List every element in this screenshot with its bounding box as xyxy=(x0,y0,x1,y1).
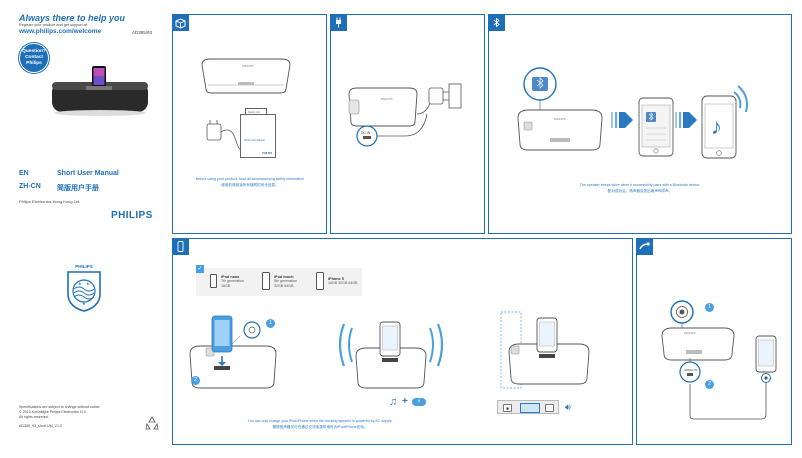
device-iphone-5: iPhone 5 16GB 32GB 64GB xyxy=(316,272,362,292)
svg-text:★: ★ xyxy=(82,301,86,306)
open-box-icon xyxy=(175,18,186,29)
box-caption-en: Before using your product, read all acco… xyxy=(195,177,305,181)
source-select-illustration xyxy=(500,311,590,389)
charging-battery-icon: ⚡ xyxy=(412,398,426,406)
svg-text:PHILIPS: PHILIPS xyxy=(242,64,254,68)
aux-section-icon xyxy=(636,238,653,255)
model-number: AD385/93 xyxy=(132,30,153,35)
short-manual-brand: PHILIPS xyxy=(262,152,272,155)
register-line: Register your product and get support at xyxy=(19,23,87,27)
support-url[interactable]: www.philips.com/welcome xyxy=(19,28,102,35)
iphone-5-icon xyxy=(316,272,324,290)
ipod-nano-name: iPod nano xyxy=(221,275,240,279)
bluetooth-section-icon xyxy=(488,14,505,31)
lang-zh-title: 简版用户手册 xyxy=(57,185,99,192)
ipod-nano-detail2: 16GB xyxy=(221,284,231,288)
short-manual-booklet: Short User Manual PHILIPS xyxy=(240,114,276,158)
bt-dock-brand: PHILIPS xyxy=(554,117,566,121)
power-plug-icon xyxy=(336,17,341,28)
phone-icon xyxy=(177,241,184,252)
plus-sign: + xyxy=(402,396,408,407)
music-note-badge: ♫ xyxy=(389,396,398,408)
compatible-check-icon: ✓ xyxy=(196,265,204,273)
philips-shield-logo: PHILIPS ★ ★ ★ xyxy=(62,262,106,314)
shield-wordmark: PHILIPS xyxy=(75,264,93,269)
dock-step1-badge: 1 xyxy=(266,319,275,328)
bt-phone-music-illustration: ♪ xyxy=(701,85,748,159)
box-caption-zh: 使用前请阅读所有随附的安全信息。 xyxy=(221,183,279,187)
headline: Always there to help you xyxy=(19,13,126,23)
compatible-devices-strip: ✓ iPod nano 7th generation 16GB iPod tou… xyxy=(196,265,362,296)
ipod-touch-detail1: 5th generation xyxy=(274,279,297,283)
source-dock-button[interactable] xyxy=(520,403,540,413)
footer-line2: © 2013 Koninklijke Philips Electronics N… xyxy=(19,410,87,414)
footer-line3: All rights reserved. xyxy=(19,415,49,419)
power-adapter-illustration xyxy=(206,120,242,151)
lang-en-title: Short User Manual xyxy=(57,170,119,177)
philips-wordmark: PHILIPS xyxy=(111,210,153,221)
lang-en-code: EN xyxy=(19,170,29,177)
footer-line1: Specifications are subject to change wit… xyxy=(19,405,101,409)
power-dock-brand: PHILIPS xyxy=(381,97,393,101)
source-bt-button[interactable]: ✱ xyxy=(503,404,512,412)
bt-caption-zh: 配对成功后，扬声器会发出两声哔哔声。 xyxy=(607,189,673,193)
dock-step-illustration xyxy=(189,315,277,389)
svg-text:★: ★ xyxy=(78,281,82,286)
audio-cable-icon xyxy=(639,242,650,250)
music-note-icon: ♪ xyxy=(711,114,722,139)
device-ipod-touch: iPod touch 5th generation 32GB 64GB xyxy=(262,272,312,292)
power-connect-illustration: PHILIPS DC IN xyxy=(348,83,462,147)
ipod-nano-detail1: 7th generation xyxy=(221,279,244,283)
aux-step1-badge: 1 xyxy=(705,303,714,312)
dock-step2-badge: 2 xyxy=(191,376,200,385)
aux-connect-illustration: PHILIPS AUDIO IN xyxy=(661,300,777,420)
iphone-5-name: iPhone 5 xyxy=(328,277,344,281)
question-badge-line2: Contact xyxy=(25,55,43,60)
power-section-icon xyxy=(330,14,347,31)
box-section-icon xyxy=(172,14,189,31)
dock-caption-zh: 基座扬声器仅可在通过交流电源供电时为iPod/iPhone充电。 xyxy=(272,425,368,429)
aux-dock-brand: PHILIPS xyxy=(684,331,696,335)
iphone-5-detail1: 16GB 32GB 64GB xyxy=(328,281,358,285)
lang-zh-code: ZH-CN xyxy=(19,183,41,190)
ipod-touch-name: iPod touch xyxy=(274,275,294,279)
short-manual-label: Short User Manual xyxy=(244,139,265,142)
bt-arrow-1 xyxy=(611,112,633,128)
shield-emblem-icon: ★ ★ ★ xyxy=(67,271,101,312)
bt-speaker-illustration: PHILIPS xyxy=(517,67,603,151)
source-button-strip: ✱ xyxy=(497,400,559,414)
question-badge-line3: Philips xyxy=(26,61,42,66)
dock-section-icon xyxy=(172,238,189,255)
recycle-icon xyxy=(145,416,159,430)
bt-caption-en: The speaker beeps twice when it successf… xyxy=(579,183,701,187)
footer-code: AD385_93_short UM_V1.0 xyxy=(19,424,62,428)
bt-phone-settings-illustration xyxy=(638,97,674,157)
volume-icon: 🔊︎ xyxy=(565,402,571,412)
svg-text:★: ★ xyxy=(86,281,90,286)
aux-jack-label: AUDIO IN xyxy=(684,368,697,372)
ipod-touch-icon xyxy=(262,272,270,290)
dc-in-label: DC IN xyxy=(361,131,371,135)
bluetooth-icon xyxy=(493,17,500,28)
dock-caption-en: You can only charge your iPod/iPhone whe… xyxy=(247,419,393,423)
product-hero-illustration xyxy=(52,66,148,116)
bt-arrow-2 xyxy=(675,112,697,128)
question-badge-line1: Question? xyxy=(22,49,46,54)
question-badge[interactable]: Question? Contact Philips xyxy=(19,43,49,73)
aux-step2-badge: 2 xyxy=(705,380,714,389)
device-ipod-nano: iPod nano 7th generation 16GB xyxy=(210,274,260,292)
play-charge-illustration xyxy=(338,321,444,389)
company-name: Philips Electronics Hong Kong Ltd. xyxy=(19,199,81,204)
box-speaker-illustration: PHILIPS xyxy=(201,58,291,94)
source-aux-button[interactable] xyxy=(545,404,554,412)
safety-booklet-label: Safety info xyxy=(248,111,260,114)
ipod-touch-detail2: 32GB 64GB xyxy=(274,284,294,288)
ipod-nano-icon xyxy=(210,274,217,288)
